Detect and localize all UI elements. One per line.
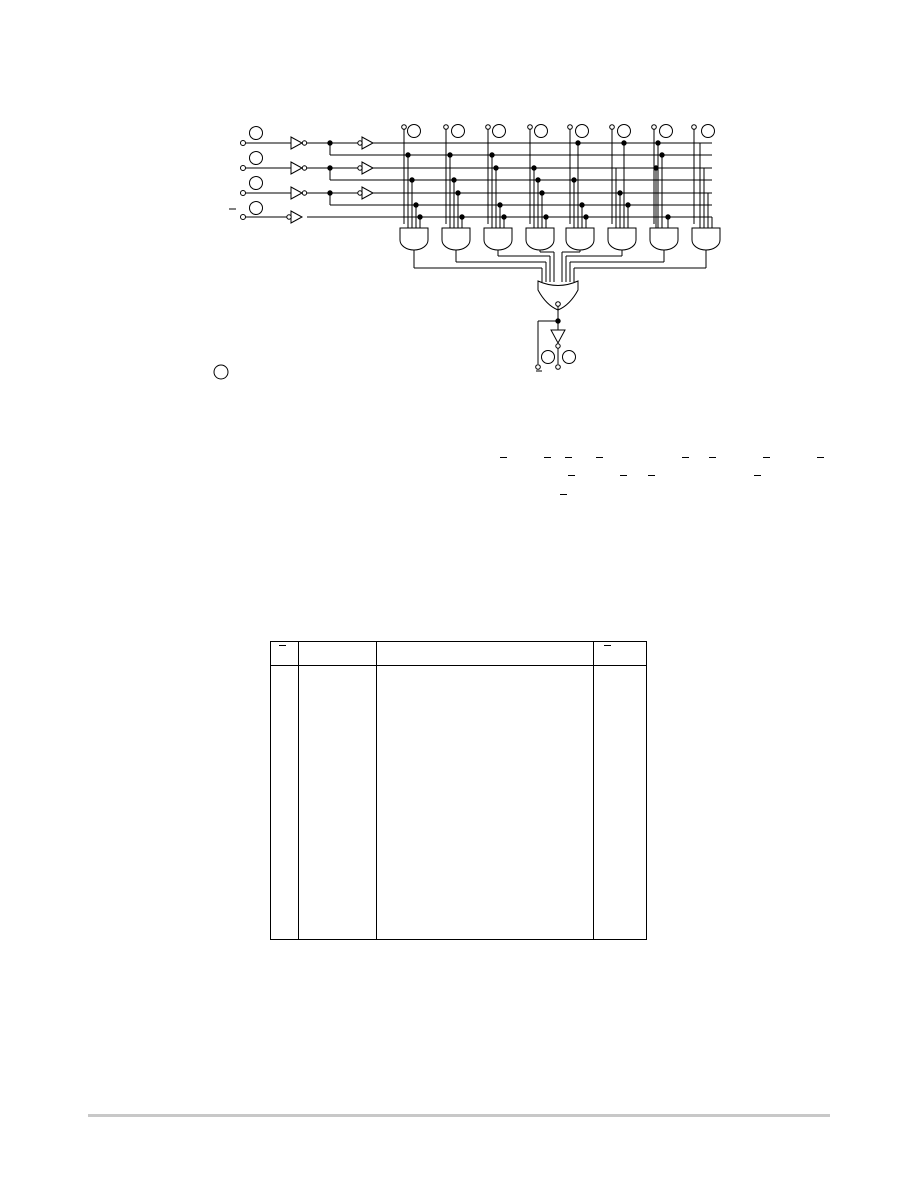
overbar-mark — [565, 457, 572, 458]
table-header-divider — [271, 665, 646, 666]
output-terminal — [535, 364, 541, 370]
function-table — [270, 641, 647, 940]
overbar-mark — [648, 475, 655, 476]
input-terminal — [240, 140, 246, 146]
output-section — [535, 318, 576, 372]
overbar-mark — [596, 457, 603, 458]
overbar-mark — [500, 457, 507, 458]
and-gate-8 — [691, 143, 721, 251]
and-gate-7 — [649, 140, 679, 251]
overbar-mark — [754, 475, 761, 476]
overbar-mark — [568, 475, 575, 476]
table-column-divider — [593, 642, 594, 939]
input-section — [229, 126, 712, 224]
footer-rule — [88, 1114, 830, 1117]
pin-circle — [249, 126, 263, 140]
overbar-mark — [682, 457, 689, 458]
and-gate-5 — [565, 140, 595, 251]
input-terminal — [240, 214, 246, 220]
pin-circle — [249, 176, 263, 190]
overbar-mark — [763, 457, 770, 458]
input-terminal — [240, 190, 246, 196]
legend-pin-circle — [213, 364, 229, 380]
or-gate-wiring — [413, 250, 707, 282]
pin-circle — [541, 350, 555, 364]
input-buffer-4 — [286, 210, 304, 224]
inverter-3 — [357, 186, 375, 200]
pin-circle — [249, 151, 263, 165]
output-terminal — [555, 364, 561, 370]
inverter-2 — [357, 161, 375, 175]
overbar-mark — [279, 645, 286, 646]
logic-equation — [480, 450, 840, 510]
overbar-mark — [544, 457, 551, 458]
input-buffer-1 — [290, 136, 308, 150]
top-terminals — [401, 124, 715, 224]
and-gate-array — [399, 140, 721, 251]
pin-circle — [562, 350, 576, 364]
table-column-divider — [298, 642, 299, 939]
or-gate — [537, 280, 579, 330]
and-gate-2 — [441, 152, 471, 251]
output-buffer — [550, 329, 566, 345]
input-buffer-2 — [290, 161, 308, 175]
inverter-1 — [357, 136, 375, 150]
pin-circle — [249, 201, 263, 215]
overbar-mark — [604, 645, 611, 646]
overbar-mark — [560, 494, 567, 495]
table-column-divider — [376, 642, 377, 939]
and-gate-6 — [607, 140, 637, 251]
and-gate-3 — [483, 152, 513, 251]
overbar-mark — [709, 457, 716, 458]
overbar-mark — [817, 457, 824, 458]
input-buffer-3 — [290, 186, 308, 200]
overbar-mark — [620, 475, 627, 476]
input-terminal — [240, 165, 246, 171]
and-gate-4 — [525, 165, 555, 251]
and-gate-1 — [399, 152, 429, 251]
